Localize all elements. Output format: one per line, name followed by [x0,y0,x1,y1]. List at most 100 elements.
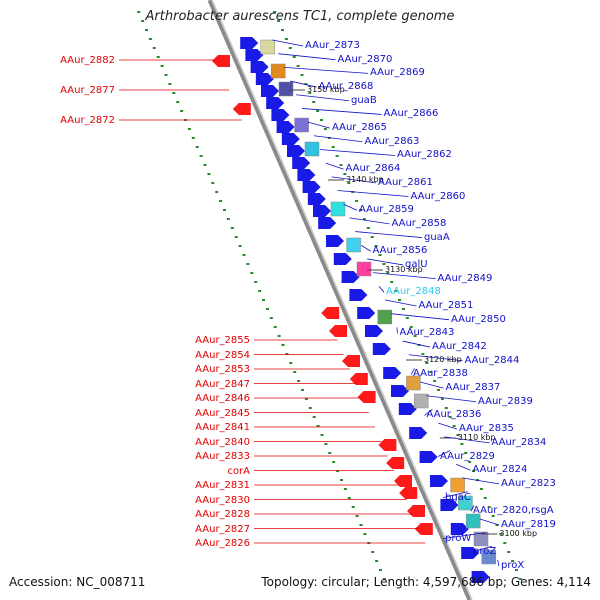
track-dot [226,218,230,220]
feature-block [450,477,465,493]
gene-label-left[interactable]: AAur_2882 [60,55,115,66]
gene-label-right[interactable]: AAur_2842 [432,341,487,353]
gene-label-left[interactable]: corA [227,465,250,477]
gene-label-left[interactable]: AAur_2828 [195,509,250,520]
gene-label-left[interactable]: AAur_2831 [195,480,250,491]
reverse-gene-arrow [321,307,340,319]
track-dot [437,389,440,391]
gene-label-right[interactable]: AAur_2859 [359,204,414,216]
track-dot [401,308,405,310]
track-dot [336,470,340,472]
gene-label-right[interactable]: AAur_2851 [418,300,474,311]
gene-label-right[interactable]: AAur_2839 [478,395,533,407]
gene-label-left[interactable]: AAur_2845 [195,407,250,419]
gene-label-right[interactable]: AAur_2863 [364,135,420,147]
gene-label-right[interactable]: AAur_2838 [413,368,468,380]
gene-label-right[interactable]: AAur_2850 [451,313,506,325]
track-dot [265,308,269,310]
gene-label-right[interactable]: AAur_2835 [459,423,514,435]
gene-label-right[interactable]: proZ [473,546,497,558]
track-dot [215,191,219,193]
track-dot [160,65,164,67]
track-dot [277,20,281,22]
gene-label-right[interactable]: AAur_2869 [370,67,425,79]
gene-label-left[interactable]: AAur_2847 [195,378,250,390]
right-label-leader [296,94,350,102]
gene-label-right[interactable]: AAur_2819 [501,518,556,530]
gene-label-left[interactable]: AAur_2841 [195,422,250,433]
track-dot [316,110,320,112]
track-dot [433,380,437,382]
gene-label-right[interactable]: AAur_2823 [501,477,556,489]
gene-label-right[interactable]: AAur_2866 [383,108,439,120]
gene-label-right[interactable]: AAur_2860 [410,190,466,202]
right-label-leader [272,39,304,47]
gene-label-left[interactable]: AAur_2855 [195,335,250,346]
track-dot [429,371,433,373]
gene-label-right[interactable]: proW [445,532,472,544]
gene-label-right[interactable]: AAur_2848 [386,286,441,298]
track-dot [382,578,386,580]
gene-label-left[interactable]: AAur_2826 [195,538,250,549]
track-dot [234,236,238,238]
gene-label-right[interactable]: AAur_2837 [445,382,501,394]
track-dot [141,20,145,22]
gene-label-right[interactable]: guaB [351,94,377,106]
gene-label-right[interactable]: guaA [424,231,450,243]
track-dot [281,344,285,346]
gene-label-right[interactable]: AAur_2870 [337,53,393,65]
gene-label-right[interactable]: AAur_2824 [472,464,528,476]
gene-label-right[interactable]: AAur_2856 [372,245,428,257]
forward-gene-arrow [326,235,344,247]
gene-label-right[interactable]: AAur_2843 [399,327,455,339]
gene-label-left[interactable]: AAur_2840 [195,436,250,448]
track-dot [328,452,332,454]
gene-label-left[interactable]: AAur_2833 [195,451,250,462]
track-dot [468,461,472,463]
gene-label-right[interactable]: AAur_2834 [491,436,547,448]
feature-block [465,513,481,529]
track-dot [324,443,328,445]
gene-label-left[interactable]: AAur_2830 [195,494,250,506]
gene-label-right[interactable]: AAur_2861 [378,176,433,188]
right-label-leader [470,545,492,553]
track-dot [456,434,460,436]
track-dot [507,551,511,553]
right-label-leader [438,422,458,430]
right-label-leader [402,340,431,348]
gene-label-left[interactable]: AAur_2854 [195,349,250,361]
gene-label-right[interactable]: AAur_2873 [305,40,360,51]
track-dot [495,524,499,526]
track-dot [339,164,343,166]
gene-label-right[interactable]: AAur_2865 [332,122,387,134]
gene-label-right[interactable]: AAur_2836 [426,409,482,421]
track-dot [191,137,195,139]
right-label-leader [410,368,415,375]
gene-label-left[interactable]: AAur_2872 [60,115,115,126]
gene-label-right[interactable]: AAur_2820,rsgA [473,505,554,517]
gene-label-right[interactable]: galU [405,258,428,270]
gene-label-right[interactable]: AAur_2864 [345,163,401,175]
gene-label-right[interactable]: AAur_2829 [440,450,495,462]
coordinate-tick-label: 3110 kbp [457,433,496,442]
gene-label-left[interactable]: AAur_2877 [60,85,115,96]
gene-label-right[interactable]: AAur_2858 [391,217,447,229]
gene-label-right[interactable]: bgaC [445,491,471,503]
right-label-leader [361,244,371,252]
gene-label-left[interactable]: AAur_2846 [195,393,250,404]
right-label-leader [396,327,398,334]
gene-label-left[interactable]: AAur_2853 [195,364,250,375]
gene-label-left[interactable]: AAur_2827 [195,523,250,535]
forward-gene-arrow [471,571,490,583]
forward-gene-arrow [430,475,448,487]
forward-gene-arrow [341,271,360,283]
gene-label-right[interactable]: AAur_2868 [318,81,374,93]
track-dot [168,83,172,85]
gene-label-right[interactable]: AAur_2844 [464,354,520,366]
track-dot [405,317,409,319]
gene-label-right[interactable]: AAur_2849 [437,272,493,284]
gene-label-right[interactable]: AAur_2862 [397,149,452,161]
gene-label-right[interactable]: proX [501,560,525,571]
forward-gene-arrow [297,169,316,181]
track-dot [273,11,277,13]
